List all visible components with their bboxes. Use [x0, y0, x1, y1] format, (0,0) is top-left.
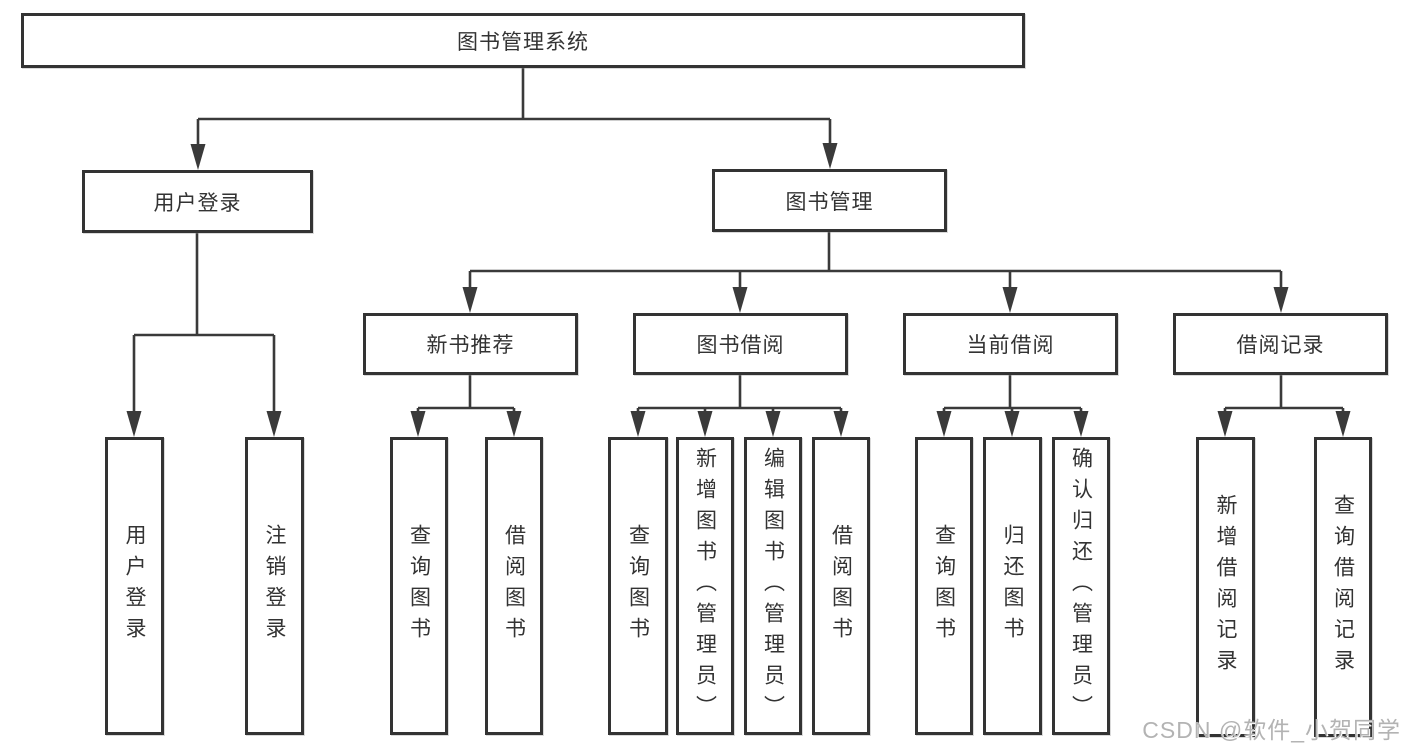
- leaf-add-borrow-record-label: 新增借阅记录: [1214, 494, 1237, 680]
- leaf-edit-book-admin-label: 编辑图书（管理员）: [761, 446, 785, 726]
- node-book-mgmt: 图书管理: [712, 169, 947, 232]
- leaf-add-borrow-record: 新增借阅记录: [1196, 437, 1255, 737]
- leaf-logout: 注销登录: [245, 437, 304, 735]
- leaf-query-book-newrec-label: 查询图书: [407, 524, 431, 648]
- leaf-user-login: 用户登录: [105, 437, 164, 735]
- leaf-add-book-admin: 新增图书（管理员）: [676, 437, 734, 735]
- leaf-return-book: 归还图书: [983, 437, 1042, 735]
- leaf-query-book-current: 查询图书: [915, 437, 973, 735]
- leaf-confirm-return-admin: 确认归还（管理员）: [1052, 437, 1110, 735]
- leaf-borrow-book-label: 借阅图书: [829, 524, 853, 648]
- leaf-confirm-return-admin-label: 确认归还（管理员）: [1069, 446, 1093, 726]
- leaf-query-book-current-label: 查询图书: [932, 524, 956, 648]
- node-user-login-label: 用户登录: [153, 191, 242, 215]
- leaf-query-book-borrow-label: 查询图书: [626, 524, 650, 648]
- leaf-query-borrow-record: 查询借阅记录: [1314, 437, 1372, 737]
- node-new-book-recommend-label: 新书推荐: [426, 334, 515, 357]
- leaf-borrow-book-newrec: 借阅图书: [485, 437, 543, 735]
- leaf-logout-label: 注销登录: [263, 524, 286, 648]
- node-borrow-record: 借阅记录: [1173, 313, 1388, 375]
- leaf-user-login-label: 用户登录: [123, 524, 146, 648]
- node-borrow-record-label: 借阅记录: [1236, 334, 1325, 357]
- node-current-borrow-label: 当前借阅: [966, 334, 1055, 357]
- leaf-return-book-label: 归还图书: [1001, 524, 1024, 648]
- node-book-borrow-label: 图书借阅: [696, 334, 785, 357]
- node-current-borrow: 当前借阅: [903, 313, 1118, 375]
- node-user-login: 用户登录: [82, 170, 313, 233]
- node-root: 图书管理系统: [21, 13, 1025, 68]
- node-new-book-recommend: 新书推荐: [363, 313, 578, 375]
- leaf-borrow-book: 借阅图书: [812, 437, 870, 735]
- csdn-watermark: CSDN @软件_小贺同学: [1142, 717, 1401, 743]
- leaf-edit-book-admin: 编辑图书（管理员）: [744, 437, 802, 735]
- leaf-query-book-borrow: 查询图书: [608, 437, 668, 735]
- node-root-label: 图书管理系统: [457, 30, 589, 54]
- node-book-mgmt-label: 图书管理: [785, 190, 874, 214]
- leaf-borrow-book-newrec-label: 借阅图书: [502, 524, 526, 648]
- node-book-borrow: 图书借阅: [633, 313, 848, 375]
- leaf-query-book-newrec: 查询图书: [390, 437, 448, 735]
- leaf-query-borrow-record-label: 查询借阅记录: [1331, 494, 1355, 680]
- leaf-add-book-admin-label: 新增图书（管理员）: [693, 446, 717, 726]
